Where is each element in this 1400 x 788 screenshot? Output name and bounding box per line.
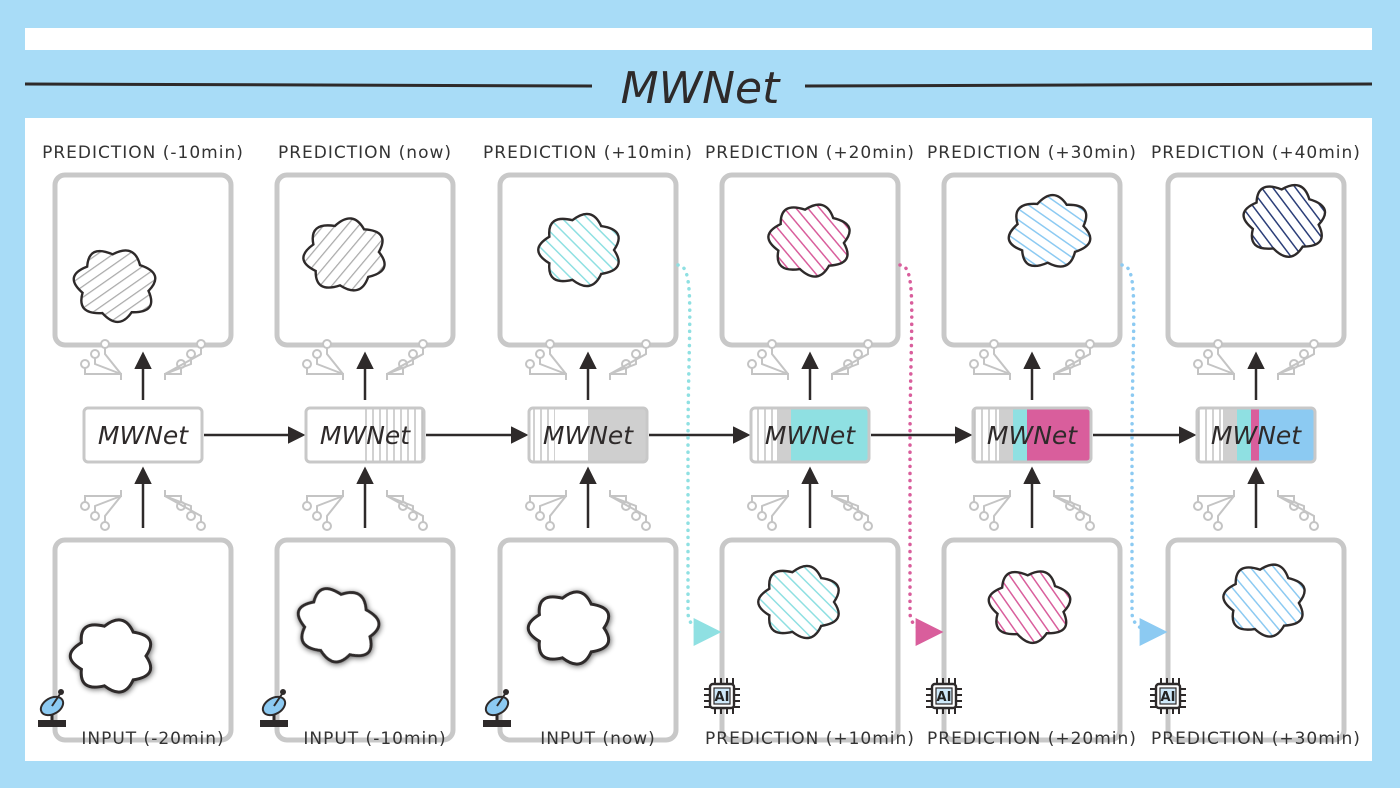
prediction-cloud-navy: [1242, 183, 1327, 258]
mwnet-block-label: MWNet: [987, 421, 1078, 450]
diagram-title: MWNet: [621, 63, 781, 114]
flow-layer: [676, 263, 1168, 646]
mwnet-block-label: MWNet: [320, 421, 411, 450]
mwnet-block-frame: [304, 406, 426, 464]
feedback-arrow-light_blue: [1120, 263, 1168, 646]
circuit-traces-top: [302, 339, 428, 380]
circuit-traces-bottom: [747, 490, 873, 531]
mwnet-block-label: MWNet: [765, 421, 856, 450]
feedback-arrow-cyan: [676, 263, 722, 646]
main-panel: [25, 118, 1372, 761]
ai-chip-text: AI: [715, 690, 730, 705]
prediction-frame: [52, 172, 234, 348]
circuit-traces-bottom: [1193, 490, 1319, 531]
circuit-traces-bottom: [969, 490, 1095, 531]
circuit-traces-bottom: [80, 490, 206, 531]
prediction-cloud-cyan: [537, 212, 620, 288]
circuit-traces-top: [525, 339, 651, 380]
bottom-label: INPUT (-10min): [303, 729, 446, 749]
top-label: PREDICTION (+40min): [1151, 143, 1361, 163]
mwnet-block-label: MWNet: [1211, 421, 1302, 450]
top-label: PREDICTION (+20min): [705, 143, 915, 163]
block-segment-pink: [1251, 408, 1259, 462]
mwnet-block-frame: [527, 406, 649, 464]
mwnet-block: MWNet: [1195, 406, 1317, 464]
top-label: PREDICTION (-10min): [42, 143, 244, 163]
block-segment-gray: [1223, 408, 1237, 462]
bottom-label: PREDICTION (+30min): [1151, 729, 1361, 749]
prediction-cloud-gray: [72, 249, 157, 324]
circuit-traces-bottom: [302, 490, 428, 531]
ai-chip-text: AI: [937, 690, 952, 705]
mwnet-block-frame: [1195, 406, 1317, 464]
ai-chip-icon: AI: [704, 678, 740, 714]
mwnet-block: MWNet: [304, 406, 426, 464]
block-segment-stripes: [1197, 408, 1223, 462]
mwnet-block: MWNet: [971, 406, 1093, 464]
ai-chip-icon: AI: [1150, 678, 1186, 714]
mwnet-block-frame: [971, 406, 1093, 464]
title-rule-right: [804, 82, 1373, 88]
block-segment-light_blue: [1259, 408, 1315, 462]
top-label: PREDICTION (now): [278, 143, 452, 163]
observed-cloud: [68, 618, 153, 694]
top-label: PREDICTION (+30min): [927, 143, 1137, 163]
bottom-label: INPUT (-20min): [81, 729, 224, 749]
block-segment-stripes: [751, 408, 777, 462]
block-segment-pink: [1027, 408, 1091, 462]
prediction-cloud-light_blue: [1007, 193, 1092, 268]
block-segment-cyan: [1013, 408, 1027, 462]
feedback-arrow-pink: [898, 263, 944, 646]
mwnet-block-label: MWNet: [543, 421, 634, 450]
block-segment-gray: [777, 408, 791, 462]
mwnet-block: MWNet: [527, 406, 649, 464]
header-top-strip: [25, 28, 1372, 50]
mwnet-block-label: MWNet: [98, 421, 189, 450]
input-cloud-pink: [987, 570, 1072, 645]
input-cloud-cyan: [757, 564, 840, 640]
block-segment-stripes: [529, 408, 555, 462]
top-label: PREDICTION (+10min): [483, 143, 693, 163]
block-segment-stripes: [365, 408, 424, 462]
block-segment-gray: [588, 408, 647, 462]
observed-cloud: [296, 587, 381, 664]
circuit-traces-top: [80, 339, 206, 380]
ai-chip-text: AI: [1161, 690, 1176, 705]
title-rule-left: [24, 82, 593, 88]
bottom-label: PREDICTION (+10min): [705, 729, 915, 749]
block-segment-gray: [999, 408, 1013, 462]
mwnet-block-frame: [82, 406, 204, 464]
ai-chip-icon: AI: [926, 678, 962, 714]
mwnet-block: MWNet: [82, 406, 204, 464]
mwnet-block-frame: [749, 406, 871, 464]
circuit-traces-bottom: [525, 490, 651, 531]
block-segment-cyan: [1237, 408, 1251, 462]
circuit-traces-top: [1193, 339, 1319, 380]
satellite-dish-icon: [260, 689, 288, 727]
circuit-traces-top: [747, 339, 873, 380]
satellite-dish-icon: [483, 689, 511, 727]
input-cloud-light_blue: [1222, 563, 1306, 638]
observed-cloud: [526, 590, 611, 666]
mwnet-block: MWNet: [749, 406, 871, 464]
satellite-dish-icon: [38, 689, 66, 727]
prediction-cloud-pink: [767, 203, 851, 278]
block-segment-stripes: [973, 408, 999, 462]
block-segment-cyan: [791, 408, 869, 462]
circuit-traces-top: [969, 339, 1095, 380]
bottom-label: INPUT (now): [540, 729, 656, 749]
prediction-cloud-gray: [302, 217, 386, 292]
bottom-label: PREDICTION (+20min): [927, 729, 1137, 749]
